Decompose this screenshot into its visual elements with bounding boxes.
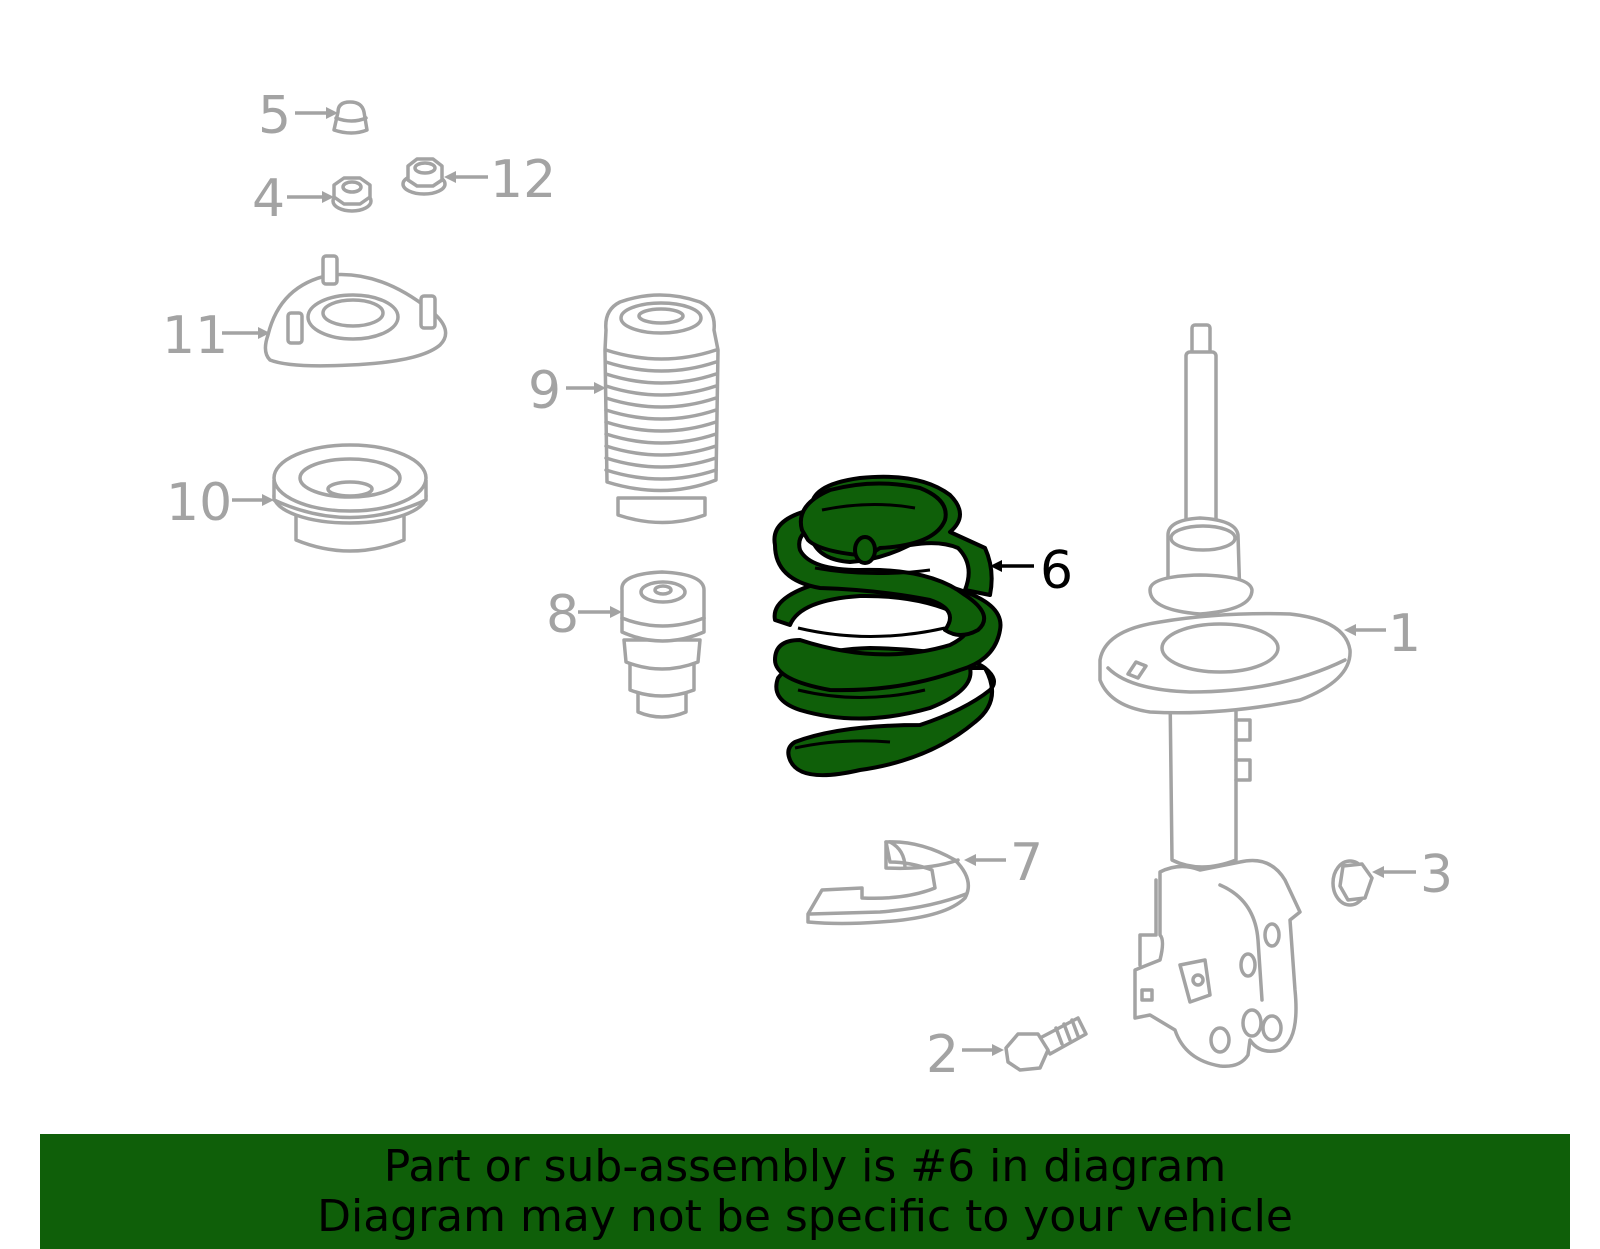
- part-12-flange-nut[interactable]: [401, 157, 447, 196]
- info-banner: Part or sub-assembly is #6 in diagram Di…: [40, 1134, 1570, 1249]
- banner-line-2: Diagram may not be specific to your vehi…: [317, 1191, 1293, 1242]
- leader-lines: [222, 107, 1416, 1056]
- part-4-nut[interactable]: [331, 176, 373, 213]
- part-7-insulator[interactable]: [806, 840, 971, 926]
- part-3-nut[interactable]: [1331, 859, 1374, 907]
- part-9-dust-boot[interactable]: [603, 293, 720, 525]
- callout-labels: 5 4 12 11 10 9 8 6 7 1 3 2: [162, 86, 1453, 1085]
- part-5-cap[interactable]: [332, 100, 369, 135]
- callout-1: 1: [1388, 604, 1421, 664]
- callout-4: 4: [252, 169, 285, 229]
- callout-9: 9: [528, 361, 561, 421]
- callout-7: 7: [1010, 833, 1043, 893]
- banner-line-1: Part or sub-assembly is #6 in diagram: [383, 1141, 1227, 1192]
- callout-3: 3: [1420, 845, 1453, 905]
- part-2-bolt[interactable]: [1004, 1016, 1088, 1072]
- part-6-coil-spring[interactable]: [772, 474, 1003, 778]
- part-11-strut-mount[interactable]: [263, 254, 448, 368]
- callout-8: 8: [546, 585, 579, 645]
- part-1-strut-assembly[interactable]: [1098, 323, 1352, 1069]
- callout-11: 11: [162, 306, 228, 366]
- part-10-spring-seat[interactable]: [272, 443, 428, 553]
- part-8-bump-stop[interactable]: [620, 570, 706, 719]
- callout-2: 2: [926, 1025, 959, 1085]
- callout-6: 6: [1040, 541, 1073, 601]
- callout-10: 10: [166, 473, 232, 533]
- callout-5: 5: [258, 86, 291, 146]
- callout-12: 12: [490, 150, 556, 210]
